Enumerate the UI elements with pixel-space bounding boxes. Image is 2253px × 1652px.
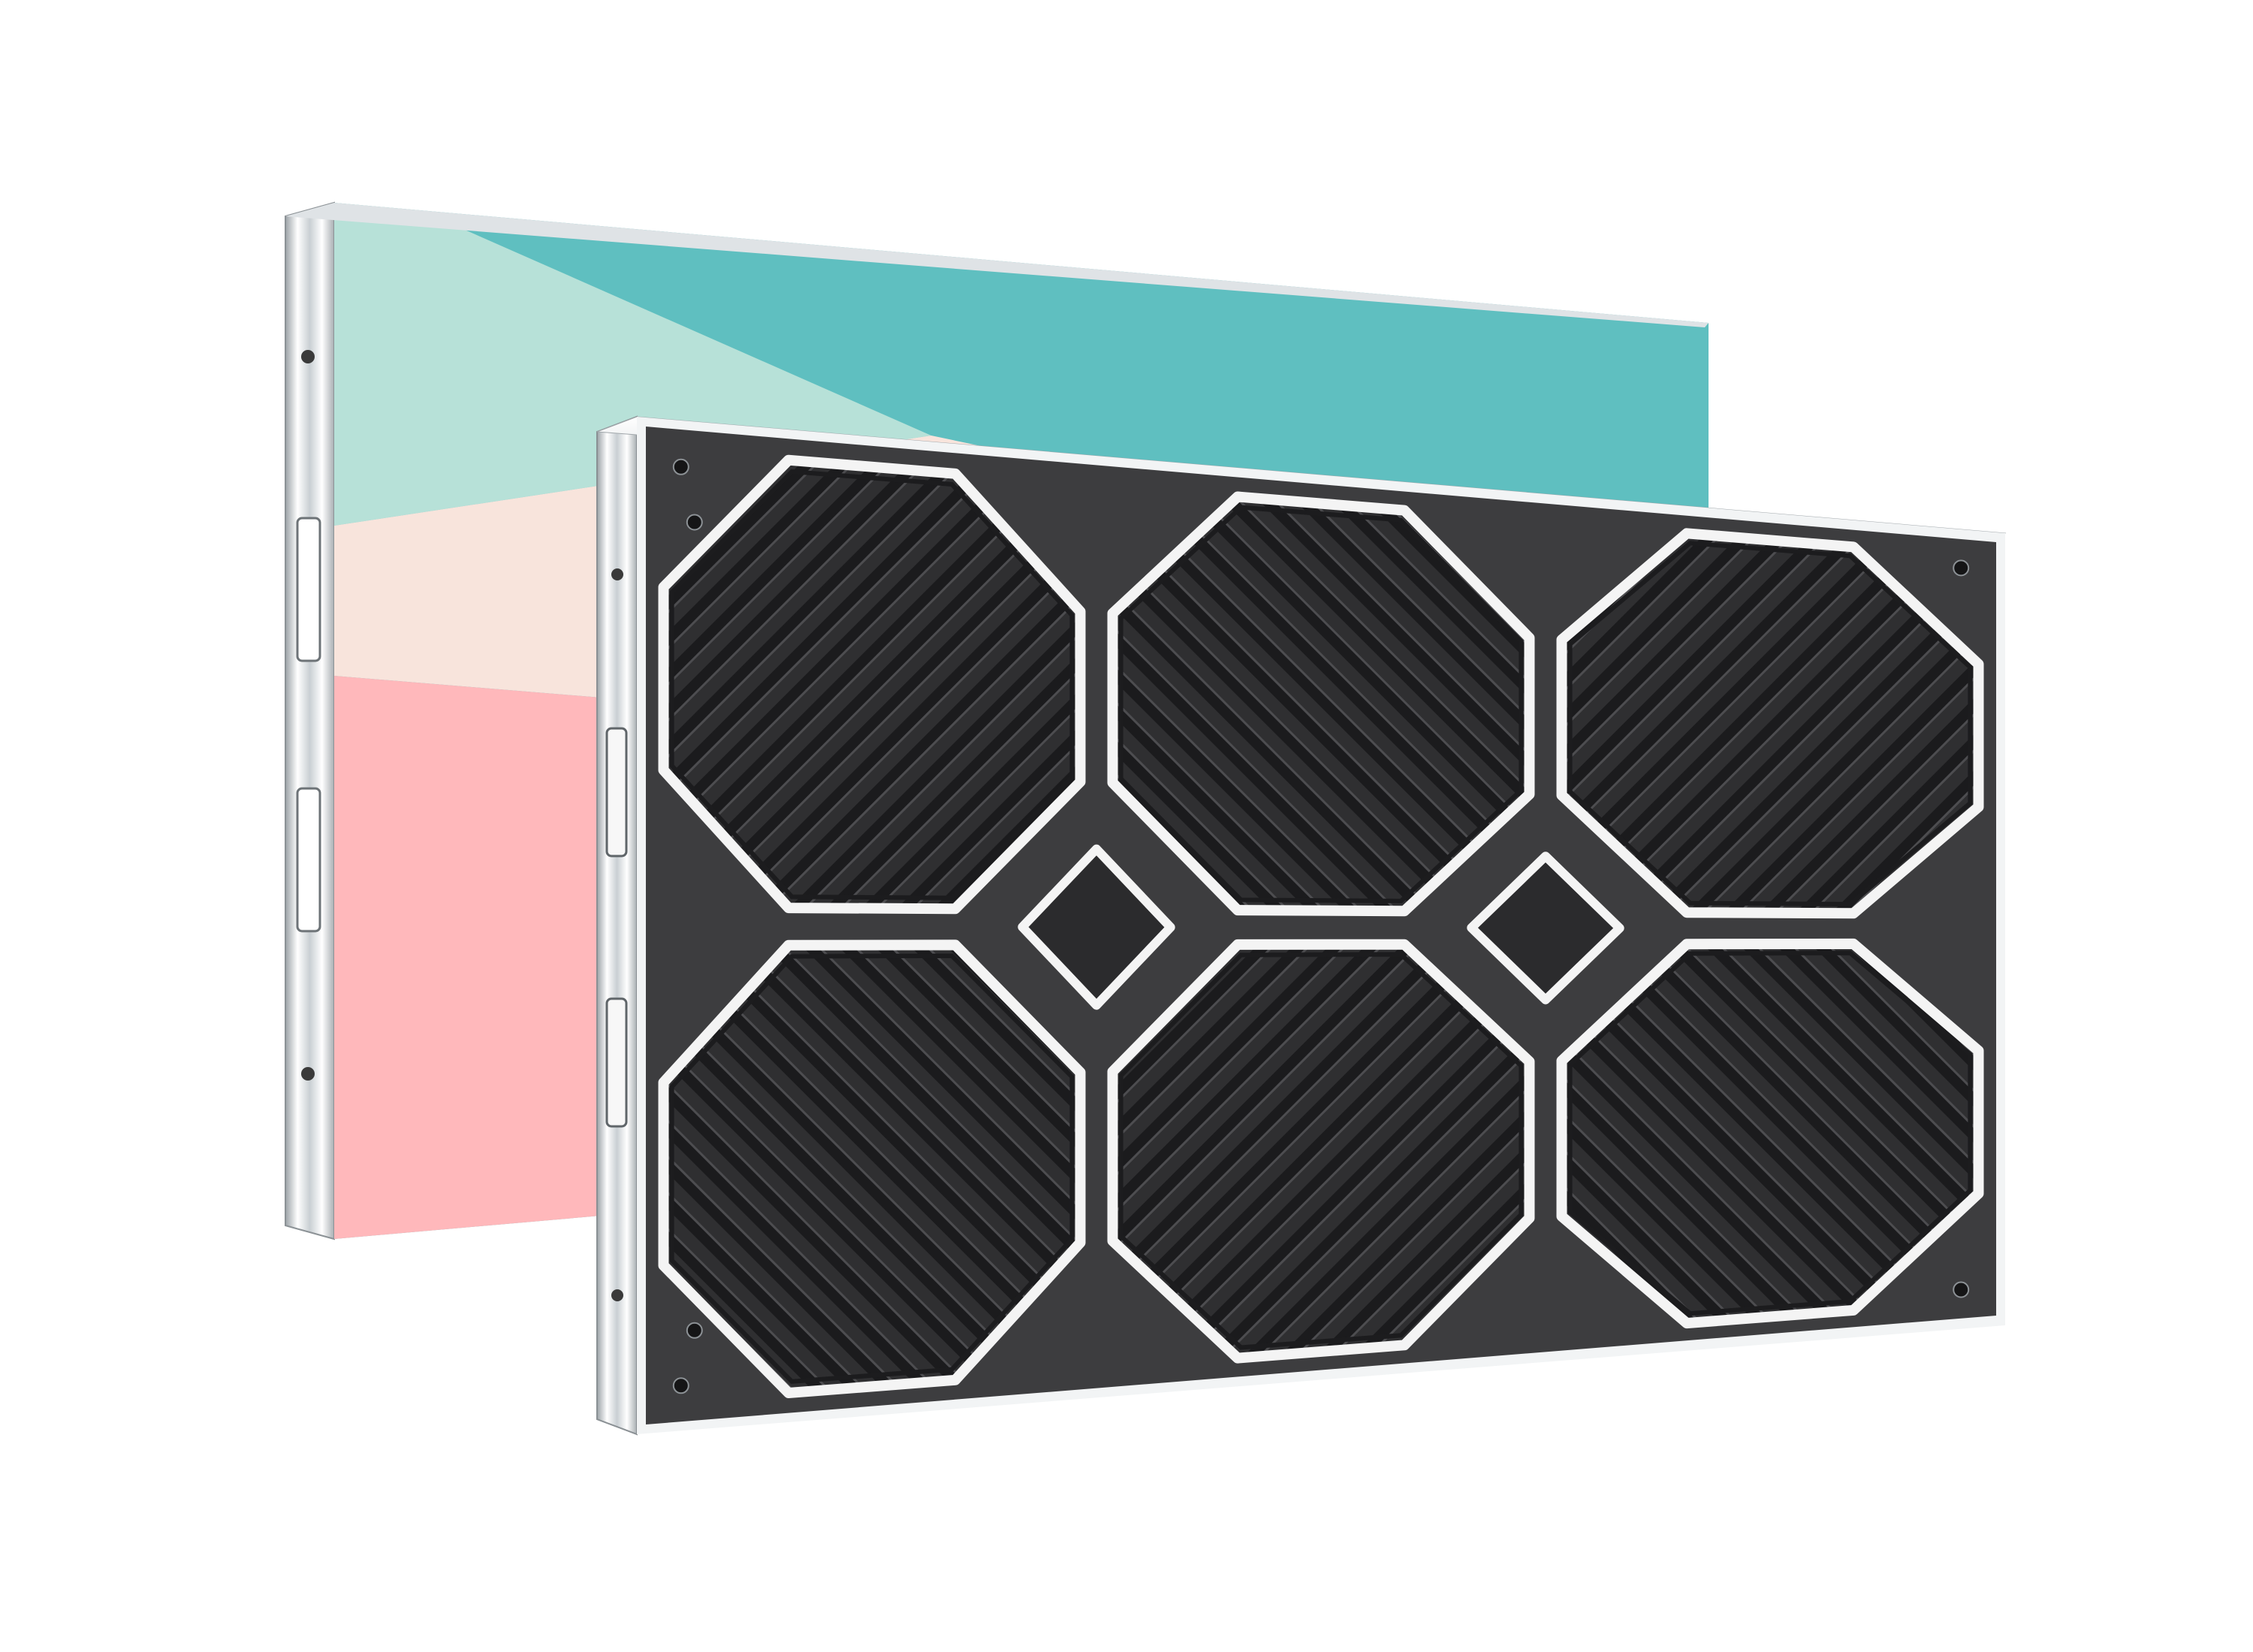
tile-inner-rim	[1567, 541, 1973, 907]
back-pin-hole	[301, 350, 315, 363]
mounting-screw	[686, 1322, 703, 1339]
octagon-heatsink-tile	[1556, 938, 1984, 1329]
tile-inner-rim	[1118, 951, 1524, 1350]
tile-inner-rim	[669, 469, 1075, 900]
front-pin-hole	[611, 568, 623, 580]
octagon-heatsink-tile	[1107, 939, 1535, 1364]
cabinet-grid	[646, 427, 1996, 1424]
diamond-tile	[1018, 844, 1175, 1010]
back-panel-top-edge	[285, 203, 1709, 327]
mounting-screw	[1953, 1281, 1970, 1298]
front-handle-top	[605, 727, 628, 858]
mounting-screw	[686, 514, 703, 531]
front-pin-hole	[611, 1289, 623, 1301]
mounting-screw	[672, 458, 689, 475]
back-handle-bottom	[296, 787, 321, 933]
tile-inner-rim	[1567, 951, 1973, 1316]
back-pin-hole	[301, 1067, 315, 1081]
octagon-heatsink-tile	[1556, 528, 1984, 919]
mounting-screw	[1953, 559, 1970, 577]
octagon-heatsink-tile	[658, 939, 1086, 1398]
mounting-screw	[672, 1377, 689, 1394]
diamond-tile	[1467, 852, 1624, 1005]
octagon-heatsink-tile	[658, 454, 1086, 915]
front-led-cabinet	[596, 415, 2007, 1436]
tile-inner-rim	[1118, 505, 1524, 903]
tile-inner-rim	[669, 953, 1075, 1384]
front-handle-bottom	[605, 997, 628, 1128]
back-handle-top	[296, 517, 321, 662]
octagon-heatsink-tile	[1107, 491, 1535, 917]
